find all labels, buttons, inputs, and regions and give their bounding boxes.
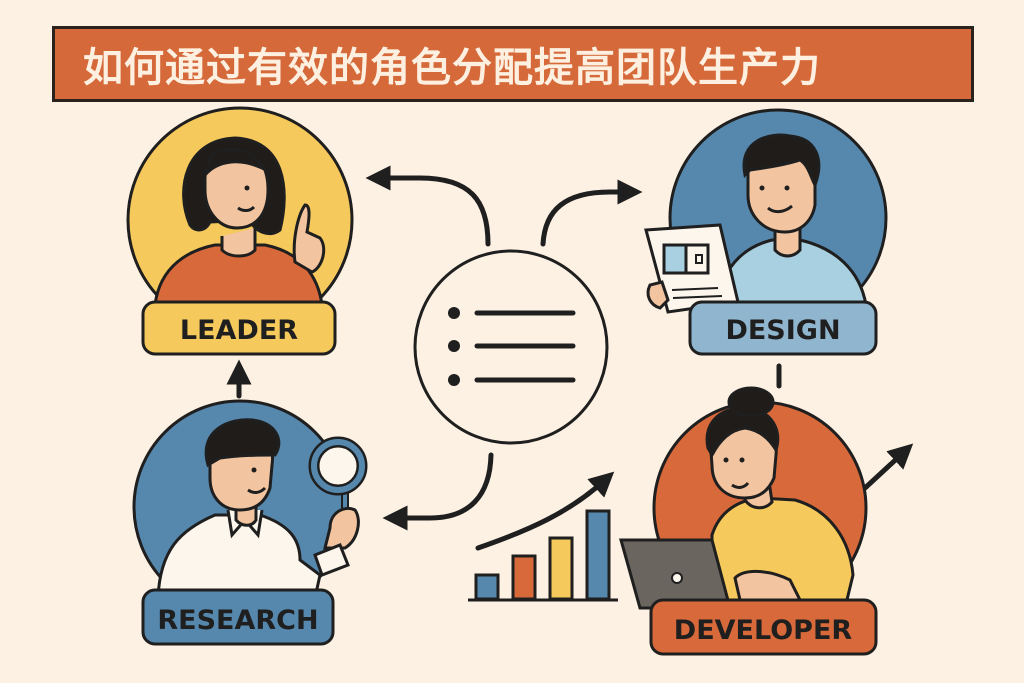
role-design[interactable]: DESIGN: [644, 108, 888, 356]
design-badge: [688, 300, 878, 356]
chart-trend-arrow: [475, 471, 615, 551]
leader-label: LEADER: [180, 315, 298, 346]
role-developer[interactable]: DEVELOPER: [619, 386, 878, 656]
research-label: RESEARCH: [157, 605, 318, 636]
arrow-to-research: [382, 452, 494, 531]
developer-label: DEVELOPER: [674, 615, 853, 646]
developer-badge: [649, 598, 878, 656]
page-title: 如何通过有效的角色分配提高团队生产力: [83, 45, 821, 91]
laptop-icon: [619, 538, 732, 610]
arrow-to-design: [540, 179, 643, 247]
role-leader[interactable]: LEADER: [126, 106, 354, 356]
role-research[interactable]: RESEARCH: [132, 399, 368, 646]
title-banner: 如何通过有效的角色分配提高团队生产力: [52, 26, 974, 102]
hair-bun: [727, 386, 775, 418]
magnifying-glass-icon: [308, 436, 368, 577]
arrow-to-leader: [365, 165, 491, 247]
task-list-icon: [413, 249, 609, 445]
bar-chart-icon: [468, 509, 618, 602]
document-icon: [644, 223, 740, 314]
leader-badge: [141, 300, 337, 356]
research-badge: [141, 588, 335, 646]
connector-arrows: [226, 165, 914, 551]
arrow-developer-growth: [862, 443, 914, 491]
design-label: DESIGN: [725, 315, 840, 346]
